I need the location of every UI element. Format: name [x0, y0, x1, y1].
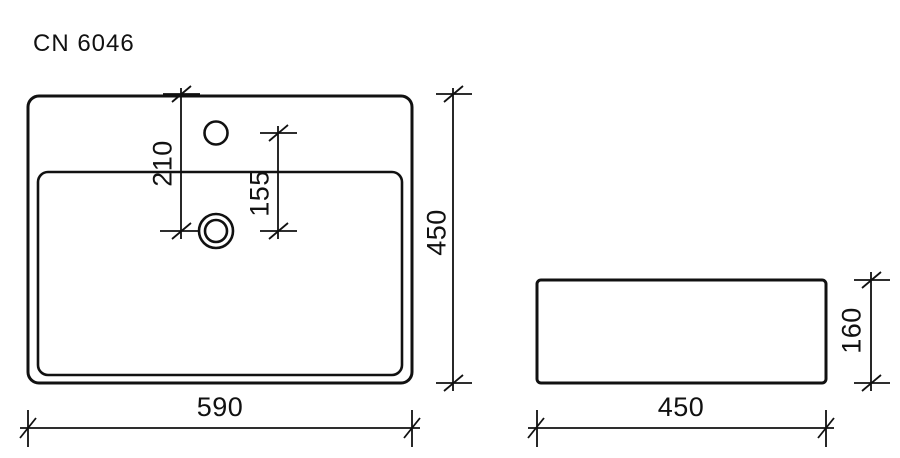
dimension-label-210: 210 — [147, 140, 178, 187]
faucet-hole-icon — [203, 120, 229, 146]
side-view-group — [535, 278, 828, 385]
dimension-label-155: 155 — [244, 170, 275, 217]
top-view-outer-outline — [26, 94, 414, 385]
dimension-label-450-depth: 450 — [421, 209, 452, 256]
dimension-210-group — [160, 85, 200, 240]
top-view-inner-bowl-outline — [36, 170, 404, 377]
side-view-outline — [535, 278, 828, 385]
dimension-590-group — [19, 410, 421, 447]
drain-hole-inner-icon — [203, 218, 229, 244]
dimension-450-width-tick-left — [527, 417, 545, 439]
page-title: CN 6046 — [33, 30, 135, 57]
dimension-450-depth-group — [436, 85, 472, 392]
dimension-155-group — [260, 124, 297, 240]
top-view-group — [26, 94, 414, 385]
dimension-160-group — [854, 271, 890, 392]
dimension-label-590: 590 — [196, 392, 244, 422]
dimension-label-160: 160 — [836, 307, 867, 354]
dimension-450-width-group — [527, 410, 835, 447]
dimension-label-450-width: 450 — [657, 392, 705, 422]
